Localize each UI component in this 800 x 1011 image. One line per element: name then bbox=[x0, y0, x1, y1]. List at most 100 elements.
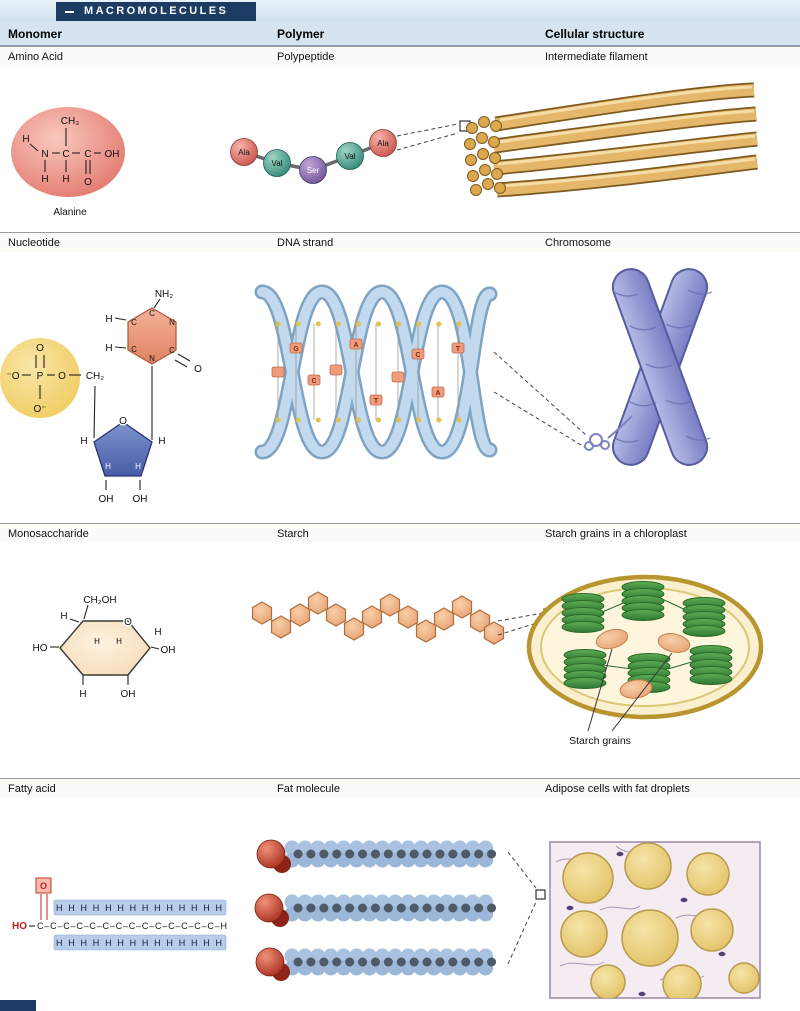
chromatin-coil bbox=[584, 415, 633, 451]
chromosome-art bbox=[584, 268, 713, 466]
glucose-oh-bottom: OH bbox=[121, 689, 136, 700]
alanine-n: N bbox=[41, 149, 48, 160]
glucose-h-bottom: H bbox=[79, 689, 86, 700]
dashed-connector bbox=[493, 391, 587, 449]
glucose-ch2oh: CH₂OH bbox=[83, 595, 116, 606]
label-nucleotide: Nucleotide bbox=[8, 237, 60, 249]
bead-val-2: Val bbox=[345, 152, 356, 161]
fat-droplet bbox=[560, 842, 760, 998]
starch-grain bbox=[595, 628, 691, 699]
bead-ser: Ser bbox=[307, 166, 320, 175]
alanine-c1: C bbox=[62, 149, 69, 160]
dna-letter-4: T bbox=[374, 398, 379, 405]
phosphate-o-bottom: O⁻ bbox=[33, 404, 46, 415]
column-headers: Monomer Polymer Cellular structure bbox=[0, 22, 800, 46]
sugar-h1: H bbox=[80, 436, 87, 447]
bead-val-1: Val bbox=[272, 159, 283, 168]
glucose-o-ring: O bbox=[124, 617, 132, 628]
carboxyl-ho: HO bbox=[12, 921, 27, 932]
bead-ala-1: Ala bbox=[238, 148, 250, 157]
row3-labels: Monosaccharide Starch Starch grains in a… bbox=[0, 523, 800, 543]
alanine-h3: H bbox=[62, 174, 69, 185]
sugar-h2: H bbox=[158, 436, 165, 447]
fatty-chain bbox=[255, 947, 506, 981]
column-polymer: Polymer bbox=[277, 27, 325, 41]
phosphate-o-top: O bbox=[36, 343, 44, 354]
column-cellular-structure: Cellular structure bbox=[545, 27, 645, 41]
label-starch: Starch bbox=[277, 528, 309, 540]
granum-stack bbox=[689, 645, 733, 685]
glucose-ho: HO bbox=[33, 643, 48, 654]
h-row-top: H H H H H H H H H H H H H H bbox=[56, 903, 222, 913]
base-n-right: N bbox=[169, 318, 175, 327]
alanine-caption: Alanine bbox=[53, 207, 87, 218]
label-fatty-acid: Fatty acid bbox=[8, 783, 56, 795]
label-polypeptide: Polypeptide bbox=[277, 51, 335, 63]
starch-grains-caption: Starch grains bbox=[569, 735, 631, 747]
nucleotide-molecule: O ⁻O P O O⁻ CH₂ NH₂ C N C O N C C H H O bbox=[0, 289, 202, 505]
intermediate-filament-art bbox=[464, 82, 758, 198]
alanine-oh: OH bbox=[105, 149, 120, 160]
granum-stack bbox=[682, 597, 726, 637]
alanine-h1: H bbox=[22, 134, 29, 145]
row1-illustration: CH₃ H N H C H C OH O Alanine Ala Val Ser… bbox=[11, 82, 758, 218]
dna-letter-3: A bbox=[353, 342, 358, 349]
label-dna-strand: DNA strand bbox=[277, 237, 334, 249]
fatty-chain bbox=[254, 893, 506, 927]
base-c-left1: C bbox=[131, 318, 137, 327]
row3-illustration: CH₂OH O H HO H OH H H H OH bbox=[33, 574, 764, 747]
row1-labels: Amino Acid Polypeptide Intermediate fila… bbox=[0, 46, 800, 66]
phosphate-p: P bbox=[37, 371, 44, 382]
granum-stack bbox=[561, 593, 605, 633]
sugar-ch2: CH₂ bbox=[86, 371, 104, 382]
fatty-acid-formula: O H H H H H H H H H H H H H H H H H H H … bbox=[12, 877, 227, 951]
bead-ala-2: Ala bbox=[377, 139, 389, 148]
cell-nucleus bbox=[566, 851, 726, 997]
carbon-chain: C–C–C–C–C–C–C–C–C–C–C–C–C–C–H bbox=[37, 921, 227, 931]
label-adipose-cells: Adipose cells with fat droplets bbox=[545, 783, 690, 795]
base-n-bottom: N bbox=[149, 354, 155, 363]
carboxyl-o-box bbox=[35, 877, 52, 894]
sugar-oh1: OH bbox=[99, 494, 114, 505]
zoom-square bbox=[535, 889, 546, 900]
title-bar: MACROMOLECULES bbox=[56, 2, 256, 21]
glucose-h-topleft: H bbox=[60, 611, 67, 622]
label-intermediate-filament: Intermediate filament bbox=[545, 51, 648, 63]
dashed-connector bbox=[507, 851, 537, 889]
adipose-tissue-art bbox=[549, 841, 761, 999]
row2-illustration: O ⁻O P O O⁻ CH₂ NH₂ C N C O N C C H H O bbox=[0, 268, 713, 505]
label-fat-molecule: Fat molecule bbox=[277, 783, 340, 795]
row2-labels: Nucleotide DNA strand Chromosome bbox=[0, 232, 800, 252]
sugar-oh2: OH bbox=[133, 494, 148, 505]
h-row-top-bar bbox=[53, 899, 227, 916]
label-starch-grains-chloroplast: Starch grains in a chloroplast bbox=[545, 528, 687, 540]
granum-stack bbox=[563, 649, 607, 689]
base-c-left2: C bbox=[131, 345, 137, 354]
dna-letter-5: C bbox=[415, 352, 420, 359]
base-c-top: C bbox=[149, 309, 155, 318]
footer-accent-bar bbox=[0, 1000, 36, 1011]
pointer-line bbox=[611, 652, 673, 732]
phosphate-o-left: ⁻O bbox=[6, 371, 19, 382]
dna-helix: G C A T C A T bbox=[254, 284, 498, 460]
dashed-connector bbox=[497, 612, 544, 622]
h-row-bottom: H H H H H H H H H H H H H H bbox=[56, 938, 222, 948]
sugar-o-ring: O bbox=[119, 416, 127, 427]
starch-chain bbox=[251, 591, 505, 645]
carboxyl-o: O bbox=[40, 881, 47, 891]
dashed-connector bbox=[497, 620, 544, 636]
label-chromosome: Chromosome bbox=[545, 237, 612, 249]
pointer-line bbox=[587, 648, 613, 732]
polypeptide-chain: Ala Val Ser Val Ala bbox=[230, 129, 397, 184]
fat-molecule-art bbox=[254, 839, 506, 981]
dashed-connector bbox=[507, 901, 537, 965]
dna-letter-2: C bbox=[311, 378, 316, 385]
label-amino-acid: Amino Acid bbox=[8, 51, 64, 63]
h-row-bottom-bar bbox=[53, 934, 227, 951]
dashed-connector bbox=[396, 123, 459, 137]
dashed-connector bbox=[493, 351, 587, 436]
base-h1: H bbox=[105, 314, 112, 325]
title-dash-icon bbox=[65, 11, 74, 13]
dna-base-tags: G C A T C A T bbox=[271, 338, 465, 406]
